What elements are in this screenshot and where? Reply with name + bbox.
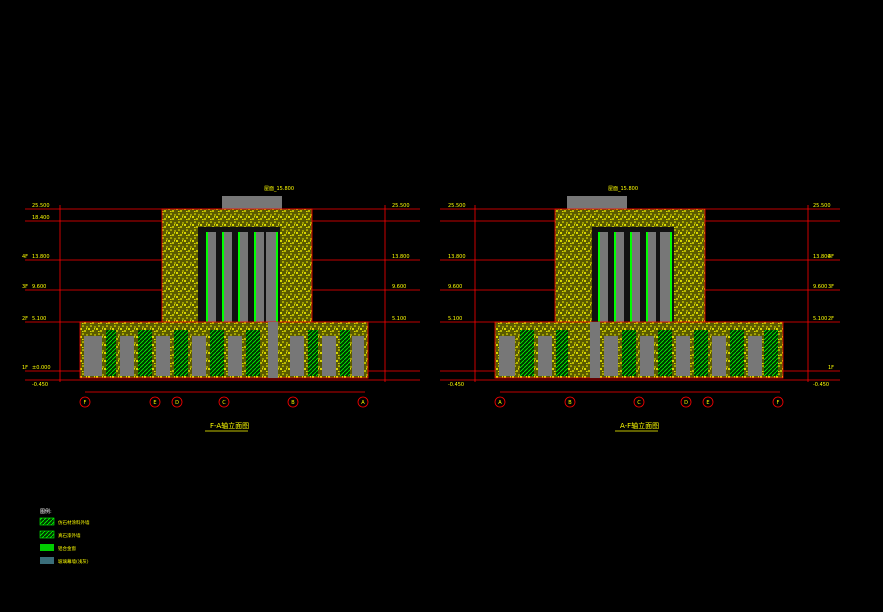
floor-labels-right: 4F 3F 2F 1F <box>828 254 834 371</box>
axis-bubbles-left <box>79 396 369 408</box>
floor-label: 1F <box>22 365 28 371</box>
legend-label: 仿石材涂料外墙 <box>58 519 90 526</box>
drawing-title-right: A-F轴立面图 <box>620 421 659 430</box>
floor-label: 4F <box>22 254 28 260</box>
level-label: 13.800 <box>392 254 410 260</box>
axis-label: B <box>568 400 572 406</box>
level-label: 13.800 <box>32 254 50 260</box>
legend-label: 玻璃幕墙(浅灰) <box>58 558 89 565</box>
drawing-title-left: F-A轴立面图 <box>210 421 249 430</box>
axis-label: D <box>684 400 688 406</box>
axis-label: C <box>637 400 641 406</box>
roof-structure <box>567 196 627 209</box>
level-label: 18.400 <box>32 215 50 221</box>
axis-label: B <box>291 400 295 406</box>
level-label: -0.450 <box>32 382 48 388</box>
elevation-left: F E D C B A 25.500 18.400 13.800 9.600 5… <box>22 186 420 432</box>
podium-windows <box>499 322 778 378</box>
level-label: 25.500 <box>392 203 410 209</box>
level-label: 5.100 <box>32 316 46 322</box>
level-label: 13.800 <box>813 254 831 260</box>
level-label: 25.500 <box>32 203 50 209</box>
legend-title: 图例: <box>40 508 52 515</box>
roof-note: 屋面_15.800 <box>264 186 294 192</box>
level-label: 9.600 <box>392 284 406 290</box>
level-label: ±0.000 <box>32 365 51 371</box>
roof-structure <box>222 196 282 209</box>
legend-label: 真石漆外墙 <box>58 532 81 539</box>
axis-label: E <box>153 400 156 406</box>
floor-label: 3F <box>828 284 834 290</box>
level-label: 25.500 <box>813 203 831 209</box>
legend: 图例: 仿石材涂料外墙 真石漆外墙 铝合金窗 玻璃幕墙(浅灰) <box>39 508 90 565</box>
level-label: 5.100 <box>448 316 462 322</box>
axis-label: F <box>84 400 87 406</box>
legend-swatch <box>40 544 54 551</box>
level-label: 5.100 <box>392 316 406 322</box>
axis-label: E <box>706 400 709 406</box>
legend-swatch <box>39 530 55 539</box>
level-labels-right: 25.500 13.800 9.600 5.100 -0.450 25.500 … <box>448 203 831 388</box>
floor-label: 3F <box>22 284 28 290</box>
axis-labels-right: A B C D E F <box>498 400 779 406</box>
axis-label: F <box>777 400 780 406</box>
legend-swatch <box>40 557 54 564</box>
level-label: 25.500 <box>448 203 466 209</box>
level-label: -0.450 <box>448 382 464 388</box>
level-label: 13.800 <box>448 254 466 260</box>
floor-label: 2F <box>22 316 28 322</box>
axis-bubbles-right <box>494 396 784 408</box>
level-label: 9.600 <box>32 284 46 290</box>
axis-label: C <box>222 400 226 406</box>
floor-labels-left: 4F 3F 2F 1F <box>22 254 28 371</box>
podium-windows <box>84 322 364 378</box>
level-label: 5.100 <box>813 316 827 322</box>
legend-label: 铝合金窗 <box>58 545 76 552</box>
legend-swatch <box>39 517 55 526</box>
tower-mullions <box>598 232 672 322</box>
level-labels-left: 25.500 18.400 13.800 9.600 5.100 ±0.000 … <box>32 203 410 388</box>
tower-mullions <box>206 232 278 322</box>
level-label: 9.600 <box>448 284 462 290</box>
elevation-right: A B C D E F 25.500 13.800 9.600 5.100 -0… <box>440 186 840 432</box>
level-label: 9.600 <box>813 284 827 290</box>
axis-label: A <box>498 400 502 406</box>
axis-labels-left: F E D C B A <box>84 400 366 406</box>
floor-label: 2F <box>828 316 834 322</box>
floor-label: 4F <box>828 254 834 260</box>
axis-label: A <box>361 400 365 406</box>
axis-label: D <box>175 400 179 406</box>
level-label: -0.450 <box>813 382 829 388</box>
floor-label: 1F <box>828 365 834 371</box>
roof-note: 屋面_15.800 <box>608 186 638 192</box>
